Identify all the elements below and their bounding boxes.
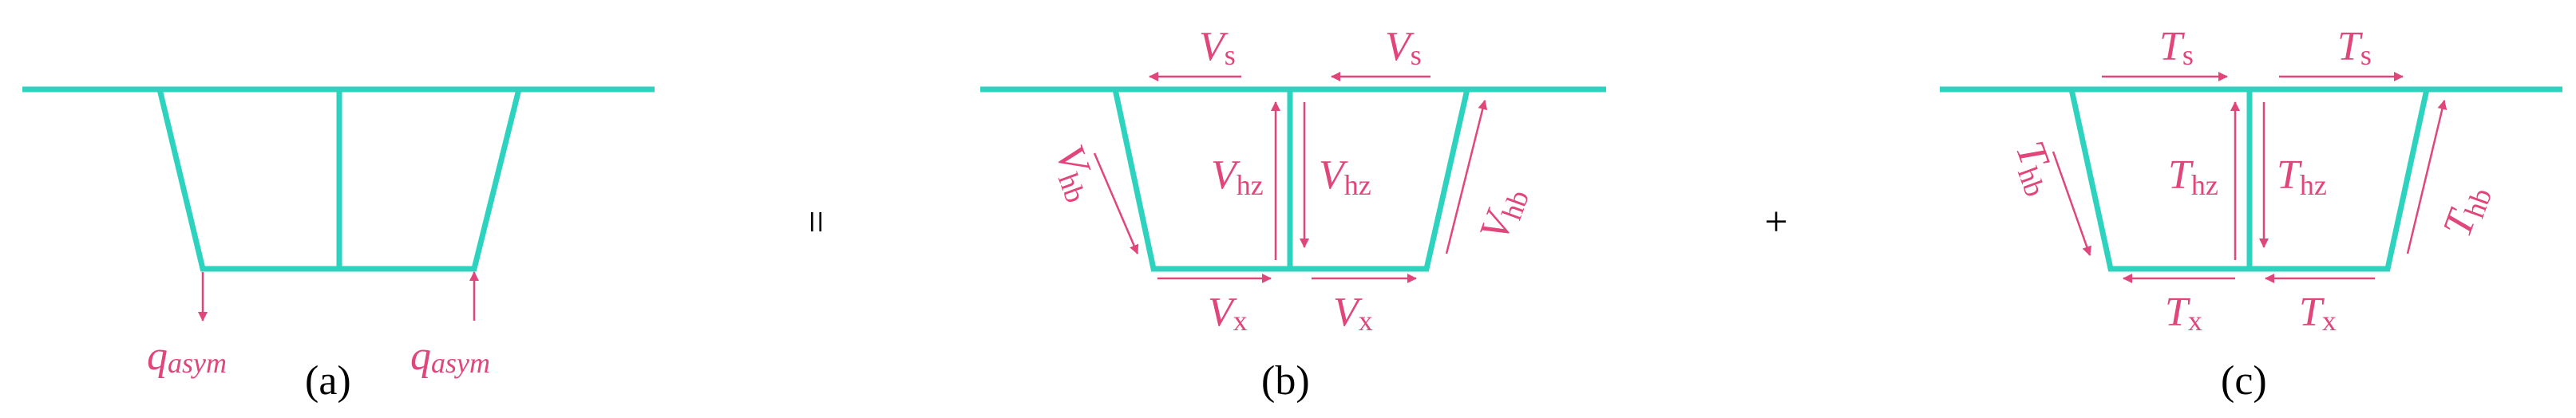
label-b-center-right: Vhz bbox=[1319, 152, 1371, 201]
panel-c-force-arrows bbox=[2052, 72, 2447, 283]
load-label-right: qasym bbox=[410, 333, 490, 379]
load-label-left: qasym bbox=[147, 333, 227, 379]
label-c-bottom-left: Tx bbox=[2165, 290, 2202, 337]
panel-a: qasym qasym (a) bbox=[22, 86, 655, 404]
panel-b: Vs Vs Vhb Vhb Vhz Vhz Vx Vx (b) bbox=[980, 24, 1606, 404]
label-b-web-left: Vhb bbox=[1043, 140, 1107, 207]
label-c-bottom-right: Tx bbox=[2299, 290, 2337, 337]
caption-a: (a) bbox=[305, 358, 351, 404]
plus-sign: + bbox=[1764, 199, 1787, 245]
panel-b-structure bbox=[980, 86, 1606, 272]
arrow-b-web-right bbox=[1445, 100, 1488, 254]
label-c-center-right: Thz bbox=[2277, 152, 2327, 201]
arrow-c-web-left bbox=[2052, 151, 2091, 256]
label-c-top-left: Ts bbox=[2159, 24, 2194, 71]
label-c-center-left: Thz bbox=[2168, 152, 2218, 201]
panel-b-box-section bbox=[1111, 86, 1471, 272]
label-c-web-left: Thb bbox=[2004, 136, 2068, 201]
panel-c-box-section bbox=[2068, 86, 2431, 272]
label-b-top-left: Vs bbox=[1199, 24, 1236, 71]
label-b-bottom-left: Vx bbox=[1208, 290, 1248, 337]
panel-c: Ts Ts Thb Thb Thz Thz Tx Tx (c) bbox=[1940, 24, 2562, 404]
label-b-bottom-right: Vx bbox=[1333, 290, 1373, 337]
label-b-top-right: Vs bbox=[1385, 24, 1422, 71]
panel-a-structure bbox=[22, 86, 655, 272]
label-b-center-left: Vhz bbox=[1211, 152, 1264, 201]
panel-a-box-section bbox=[156, 86, 523, 272]
label-c-top-right: Ts bbox=[2337, 24, 2372, 71]
arrow-b-web-left bbox=[1093, 152, 1139, 254]
panel-c-structure bbox=[1940, 86, 2562, 272]
label-b-web-right: Vhb bbox=[1471, 180, 1535, 248]
equals-sign: = bbox=[793, 210, 838, 233]
panel-b-force-arrows bbox=[1093, 72, 1488, 283]
caption-c: (c) bbox=[2221, 358, 2267, 404]
label-c-web-right: Thb bbox=[2435, 179, 2499, 244]
caption-b: (b) bbox=[1261, 358, 1310, 404]
arrow-c-web-right bbox=[2406, 100, 2447, 254]
panel-a-loads bbox=[198, 271, 479, 321]
